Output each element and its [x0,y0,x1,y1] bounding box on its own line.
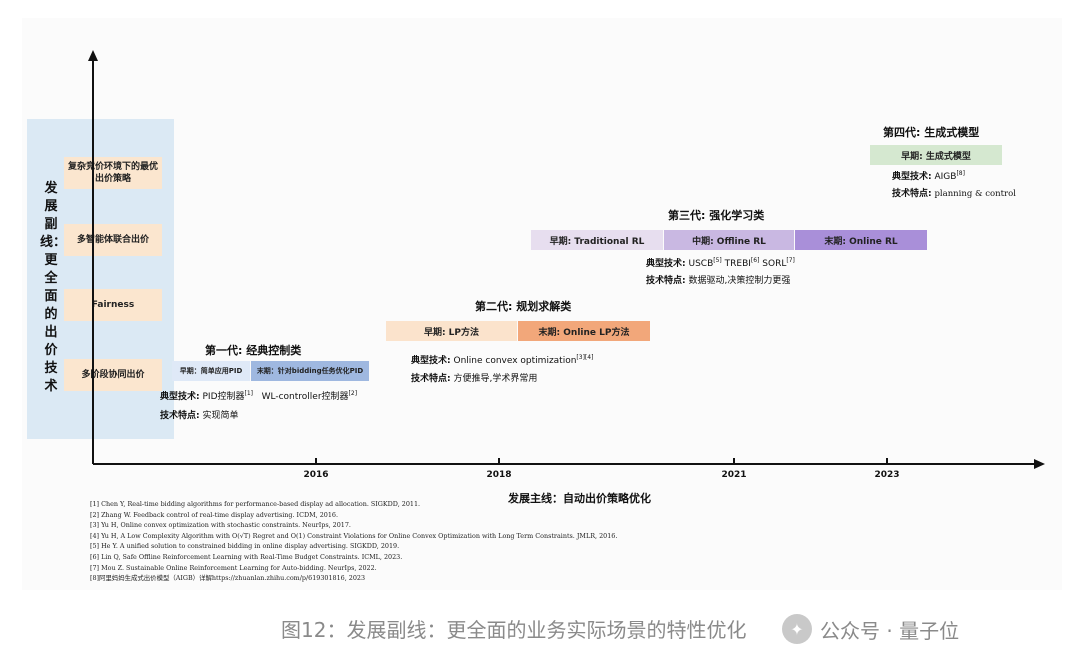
gen2-tech: 典型技术: Online convex optimization[3][4] [411,353,593,366]
reference-item: [2] Zhang W. Feedback control of real-ti… [90,510,338,519]
gen1-phase-late: 末期：针对bidding任务优化PID [251,361,369,381]
gen3-tech-value: USCB [688,259,714,269]
gen3-phase-mid: 中期: Offline RL [664,230,794,250]
reference-item: [4] Yu H, A Low Complexity Algorithm wit… [90,531,618,540]
gen1-feature-label: 技术特点: [160,411,200,421]
gen3-tech3-ref: [7] [786,257,795,264]
gen1-tech2-ref: [2] [348,390,358,397]
gen3-tech-ref: [5] [713,257,722,264]
gen3-tech3-value: SORL [762,259,787,269]
side-item-multi-stage: 多阶段协同出价 [64,359,162,391]
gen3-feature: 技术特点: 数据驱动,决策控制力更强 [646,273,790,286]
side-item-fairness: Fairness [64,289,162,321]
gen4-tech-label: 典型技术: [892,172,932,182]
reference-item: [7] Mou Z. Sustainable Online Reinforcem… [90,563,377,572]
gen2-tech-value: Online convex optimization [453,356,577,366]
gen2-feature: 技术特点: 方便推导,学术界常用 [411,371,537,384]
gen4-title: 第四代: 生成式模型 [883,126,980,139]
gen4-phase-early: 早期: 生成式模型 [870,145,1002,165]
gen4-tech-ref: [8] [956,170,965,177]
gen3-feature-value: 数据驱动,决策控制力更强 [688,276,791,286]
tick-label-2021: 2021 [721,470,747,480]
gen1-phase-early: 早期：简单应用PID [172,361,250,381]
gen1-title: 第一代: 经典控制类 [205,344,302,357]
main-axis-label: 发展主线：自动出价策略优化 [508,492,651,505]
reference-item: [1] Chen Y, Real-time bidding algorithms… [90,500,421,508]
watermark: ✦ 公众号 · 量子位 [782,614,959,644]
gen4-tech-value: AIGB [934,172,957,182]
wechat-icon: ✦ [782,614,812,644]
reference-item: [3] Yu H, Online convex optimization wit… [90,521,351,530]
gen3-phase-late: 末期: Online RL [795,230,927,250]
gen3-tech2-value: TREBI [724,259,751,269]
figure-caption: 图12：发展副线：更全面的业务实际场景的特性优化 [281,618,747,642]
gen1-feature: 技术特点: 实现简单 [160,408,239,421]
tick-label-2016: 2016 [303,470,329,480]
gen2-phase-late: 末期: Online LP方法 [518,321,650,341]
side-item-multi-agent: 多智能体联合出价 [64,224,162,256]
side-axis-title: 发展副线：更全面的出价技术 [40,181,67,394]
reference-item: [6] Lin Q, Safe Offline Reinforcement Le… [90,552,403,561]
gen1-tech: 典型技术: PID控制器[1] WL-controller控制器[2] [160,389,357,402]
y-axis-arrow [88,50,98,61]
tick-label-2023: 2023 [874,470,900,480]
side-item-complex-bidding: 复杂竞价环境下的最优出价策略 [64,157,162,189]
gen3-tech: 典型技术: USCB[5] TREBI[6] SORL[7] [646,256,795,269]
gen1-feature-value: 实现简单 [202,411,239,421]
gen3-title: 第三代: 强化学习类 [668,209,765,222]
gen2-tech-ref: [3][4] [576,354,594,361]
gen3-tech2-ref: [6] [750,257,760,264]
gen1-tech2-value: WL-controller控制器 [261,392,349,402]
reference-item: [5] He Y. A unified solution to constrai… [90,542,400,551]
gen2-tech-label: 典型技术: [411,356,451,366]
gen2-phase-early: 早期: LP方法 [386,321,517,341]
gen4-feature-label: 技术特点: [892,189,932,199]
gen2-title: 第二代: 规划求解类 [475,300,572,313]
gen3-feature-label: 技术特点: [646,276,686,286]
gen4-feature: 技术特点: planning & control [892,186,1016,199]
gen1-tech-label: 典型技术: [160,392,200,402]
gen2-feature-label: 技术特点: [411,374,451,384]
gen4-tech: 典型技术: AIGB[8] [892,169,965,182]
watermark-text: 公众号 · 量子位 [820,618,960,643]
x-axis-arrow [1034,459,1045,469]
gen1-tech-ref: [1] [244,390,254,397]
gen3-tech-label: 典型技术: [646,259,686,269]
references: [1] Chen Y, Real-time bidding algorithms… [90,499,617,584]
diagram-canvas [22,18,1062,590]
gen3-phase-early: 早期: Traditional RL [531,230,663,250]
reference-item: [8]阿里妈妈生成式出价模型（AIGB）详解https://zhuanlan.z… [90,574,366,583]
tick-label-2018: 2018 [486,470,512,480]
gen1-tech-value: PID控制器 [202,392,245,402]
gen2-feature-value: 方便推导,学术界常用 [453,374,538,384]
gen4-feature-value: planning & control [934,189,1016,199]
